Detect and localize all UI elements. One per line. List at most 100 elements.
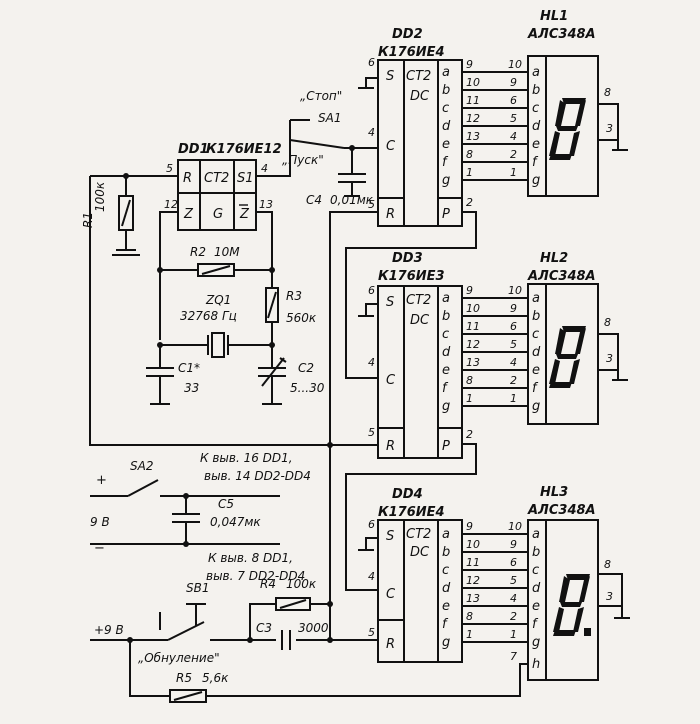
dd1-g-label: G: [213, 207, 223, 222]
dd3-hl2-bus: 9 10 11 12 13 8 1 10 9 6 5 4 2 1: [462, 284, 528, 407]
zq1-ref: ZQ1: [205, 293, 231, 307]
dd2-pin-e: 13: [466, 130, 480, 143]
dd2-out-a: a: [442, 65, 450, 80]
dd2-chip: DD2 К176ИЕ4 S C R CT2 DC P 6 4 5 2 a b c…: [358, 27, 473, 227]
dd2-pin-d: 12: [466, 112, 480, 125]
hl3-pin-b: 9: [510, 538, 517, 551]
hl2-pin8: 8: [604, 316, 611, 329]
dd4-hl3-bus: 9 10 11 12 13 8 1 10 9 6 5 4 2 1: [462, 520, 528, 643]
dd3-dc-label: DC: [410, 313, 430, 328]
volt-label: 9 В: [90, 515, 110, 529]
dd2-s-label: S: [386, 69, 394, 84]
pusk-label: „Пуск": [282, 153, 324, 167]
hl3-segment-letters: a b c d e f g h: [532, 527, 541, 672]
hl3-letter-d: d: [532, 581, 541, 596]
r1-ref: R1: [81, 212, 95, 228]
dd3-out-e: e: [442, 363, 450, 378]
r1-body: [118, 195, 134, 231]
dd4-out-c: c: [442, 563, 449, 578]
dd4-pin-c: 11: [466, 556, 480, 569]
c2-ref: C2: [298, 361, 314, 375]
dd1-r-label: R: [183, 171, 192, 186]
hl1-pin-g: 1: [510, 166, 517, 179]
dd2-r-label: R: [386, 207, 395, 222]
dd4-c-label: C: [386, 587, 396, 602]
hl3-letter-h: h: [532, 657, 540, 672]
dd4-ref: DD4: [392, 487, 423, 502]
dd4-out-d: d: [442, 581, 451, 596]
hl2-pin-f: 2: [510, 374, 517, 387]
dd4-out-b: b: [442, 545, 450, 560]
c1-value: 33: [184, 381, 199, 395]
dd1-wiring: R1 100к: [81, 140, 378, 446]
r3-ref: R3: [286, 289, 302, 303]
c3-value: 3000: [298, 621, 329, 635]
dd4-out-f: f: [442, 617, 449, 632]
dd3-c-label: C: [386, 373, 396, 388]
dd2-pin2: 2: [466, 196, 473, 209]
hl1-letter-b: b: [532, 83, 540, 98]
hl1-pin-b: 9: [510, 76, 517, 89]
r4-value: 100к: [286, 577, 317, 591]
hl2-body: [527, 283, 599, 425]
dd2-pin-f: 8: [466, 148, 473, 161]
dd3-pin5: 5: [368, 426, 375, 439]
hl1-display: HL1 АЛС348А a b c d e f g 8 3: [527, 9, 628, 197]
dd2-out-c: c: [442, 101, 449, 116]
hl2-letter-c: c: [532, 327, 539, 342]
hl1-pin8: 8: [604, 86, 611, 99]
hl3-decimal-point: [584, 628, 591, 636]
hl1-pin-e: 4: [510, 130, 517, 143]
dd2-out-e: e: [442, 137, 450, 152]
dd2-output-letters: a b c d e f g: [442, 65, 451, 188]
dd2-out-f: f: [442, 155, 449, 170]
hl1-body: [527, 55, 599, 197]
hl3-pin-e: 4: [510, 592, 517, 605]
hl3-ref: HL3: [540, 485, 568, 500]
dd3-p-label: P: [442, 439, 450, 454]
hl3-letter-b: b: [532, 545, 540, 560]
dd4-r-label: R: [386, 637, 395, 652]
sa1-ref: SA1: [318, 111, 341, 125]
dd4-pin-b: 10: [466, 538, 480, 551]
hl3-pin-f: 2: [510, 610, 517, 623]
hl1-pin-d: 5: [510, 112, 517, 125]
zq1-value: 32768 Гц: [180, 309, 237, 323]
dd3-ref: DD3: [392, 251, 423, 266]
hl2-pin-a: 10: [508, 284, 522, 297]
hl1-letter-e: e: [532, 137, 540, 152]
hl1-letter-d: d: [532, 119, 541, 134]
hl2-letter-e: e: [532, 363, 540, 378]
dd2-part: К176ИЕ4: [378, 45, 445, 60]
dd1-ref: DD1: [178, 142, 209, 157]
pwr-minus-note2: выв. 7 DD2-DD4: [206, 569, 305, 583]
hl3-letter-a: a: [532, 527, 540, 542]
r1-value: 100к: [93, 181, 107, 212]
r2-ref: R2: [190, 245, 206, 259]
dd3-s-label: S: [386, 295, 394, 310]
r3-value: 560к: [286, 311, 317, 325]
c2-trimmer: C2 5...30: [258, 345, 325, 405]
dd3-chip: DD3 К176ИЕ3 S C R CT2 DC P 6 4 5 2 a b c…: [358, 251, 473, 459]
hl2-letter-d: d: [532, 345, 541, 360]
dd3-pin2: 2: [466, 428, 473, 441]
hl1-letter-a: a: [532, 65, 540, 80]
pwr-plus-note2: выв. 14 DD2-DD4: [204, 469, 311, 483]
hl2-letter-a: a: [532, 291, 540, 306]
dd4-output-letters: a b c d e f g: [442, 527, 451, 650]
dd2-p-label: P: [442, 207, 450, 222]
dd4-out-g: g: [442, 635, 450, 650]
dd2-out-d: d: [442, 119, 451, 134]
dd2-out-g: g: [442, 173, 450, 188]
hl2-pin-b: 9: [510, 302, 517, 315]
hl3-pin7: 7: [510, 650, 517, 663]
dd3-pin6: 6: [368, 284, 375, 297]
zq1-crystal: ZQ1 32768 Гц: [157, 293, 275, 358]
dd3-part: К176ИЕ3: [378, 269, 445, 284]
plus9-label: +9 В: [94, 623, 124, 637]
dd1-zbar-label: Z: [239, 207, 250, 222]
hl1-letter-f: f: [532, 155, 539, 170]
dd3-body: [377, 285, 463, 459]
hl3-letter-e: e: [532, 599, 540, 614]
